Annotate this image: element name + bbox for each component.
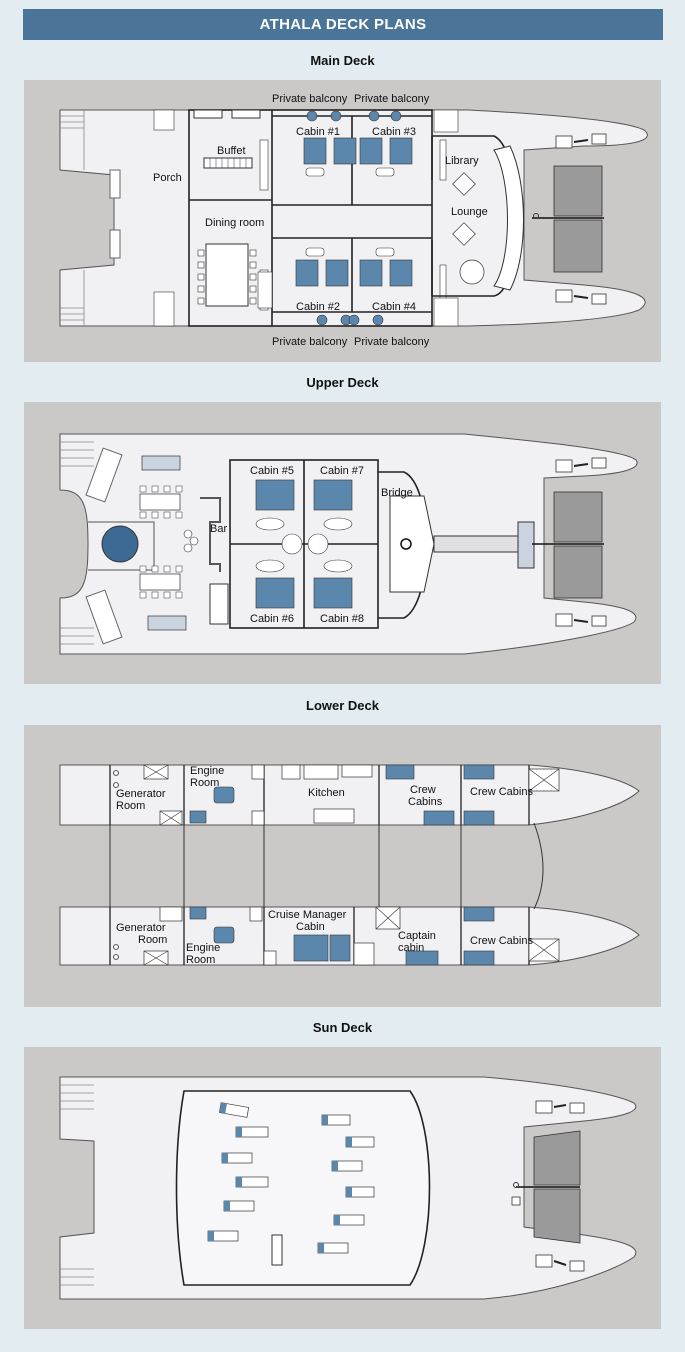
porch-label: Porch	[153, 172, 182, 184]
cabin-4-label: Cabin #4	[372, 301, 416, 313]
jacuzzi	[101, 525, 139, 563]
cruise-manager-label-2: Cabin	[296, 921, 325, 933]
generator-room-bottom-label-1: Generator	[116, 922, 166, 934]
engine-room-bottom-label-2: Room	[186, 954, 215, 966]
private-balcony-label-1: Private balcony	[272, 93, 348, 105]
engine-room-top-label-2: Room	[190, 777, 219, 789]
cabin-2-label: Cabin #2	[296, 301, 340, 313]
sun-deck-canopy	[175, 1090, 431, 1286]
crew-cabins-top-right-label: Crew Cabins	[470, 786, 533, 798]
cabin-7-label: Cabin #7	[320, 465, 364, 477]
cabin-3-label: Cabin #3	[372, 126, 416, 138]
library-label: Library	[445, 155, 479, 167]
buffet-label: Buffet	[217, 145, 246, 157]
page-header: ATHALA DECK PLANS	[23, 9, 663, 40]
cabin-5-label: Cabin #5	[250, 465, 294, 477]
engine-room-bottom-label-1: Engine	[186, 942, 220, 954]
cruise-manager-label-1: Cruise Manager	[268, 909, 347, 921]
cabin-8-label: Cabin #8	[320, 613, 364, 625]
upper-deck-plan: Cabin #5 Cabin #7 Cabin #6 Cabin #8 Brid…	[24, 402, 661, 684]
lower-deck-plan: Generator Room Engine Room Kitchen Crew …	[24, 725, 661, 1007]
main-deck-title: Main Deck	[310, 53, 375, 68]
lower-deck-title: Lower Deck	[306, 698, 379, 713]
sun-deck-plan	[24, 1047, 661, 1329]
sun-deck-title: Sun Deck	[312, 1020, 373, 1035]
private-balcony-label-3: Private balcony	[272, 336, 348, 348]
captain-cabin-label-2: cabin	[398, 942, 424, 954]
lounge-label: Lounge	[451, 206, 488, 218]
crew-cabins-bottom-label: Crew Cabins	[470, 935, 533, 947]
kitchen-label: Kitchen	[308, 787, 345, 799]
cabin-6-label: Cabin #6	[250, 613, 294, 625]
private-balcony-label-2: Private balcony	[354, 93, 430, 105]
dining-room-label: Dining room	[205, 217, 264, 229]
main-deck-plan: Private balcony Private balcony Private …	[24, 80, 661, 362]
crew-cabins-top-label-2: Cabins	[408, 796, 443, 808]
bridge-label: Bridge	[381, 487, 413, 499]
engine-room-top-label-1: Engine	[190, 765, 224, 777]
generator-room-bottom-label-2: Room	[138, 934, 167, 946]
bar-label: Bar	[210, 523, 227, 535]
crew-cabins-top-label-1: Crew	[410, 784, 436, 796]
lower-deck-hull-top	[59, 764, 640, 826]
generator-room-top-label-2: Room	[116, 800, 145, 812]
private-balcony-label-4: Private balcony	[354, 336, 430, 348]
cabin-1-label: Cabin #1	[296, 126, 340, 138]
captain-cabin-label-1: Captain	[398, 930, 436, 942]
upper-deck-title: Upper Deck	[306, 375, 379, 390]
generator-room-top-label-1: Generator	[116, 788, 166, 800]
dining-table	[205, 243, 249, 307]
